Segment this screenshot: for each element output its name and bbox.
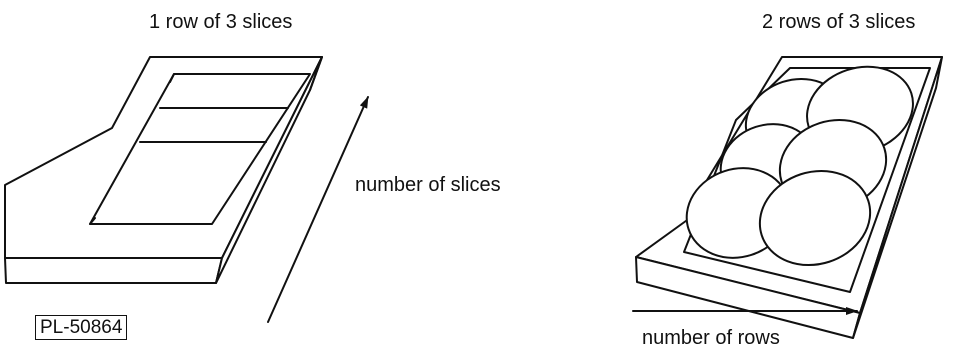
right-panel-title: 2 rows of 3 slices: [762, 11, 916, 33]
right-tray-pocket: [683, 67, 931, 293]
left-tray-pocket: [89, 73, 311, 225]
reference-code-box: PL-50864: [35, 315, 128, 340]
left-tray-holder: [4, 56, 323, 284]
right-tray-holder: [635, 56, 943, 339]
left-tray-front-face: [4, 257, 223, 284]
left-panel-title: 1 row of 3 slices: [149, 11, 293, 33]
slices-axis-label: number of slices: [355, 174, 501, 196]
slices-axis-arrow: [267, 96, 369, 323]
slice-front-right: [758, 169, 872, 267]
rows-axis-label: number of rows: [642, 327, 780, 349]
right-tray-side-face: [852, 56, 943, 339]
